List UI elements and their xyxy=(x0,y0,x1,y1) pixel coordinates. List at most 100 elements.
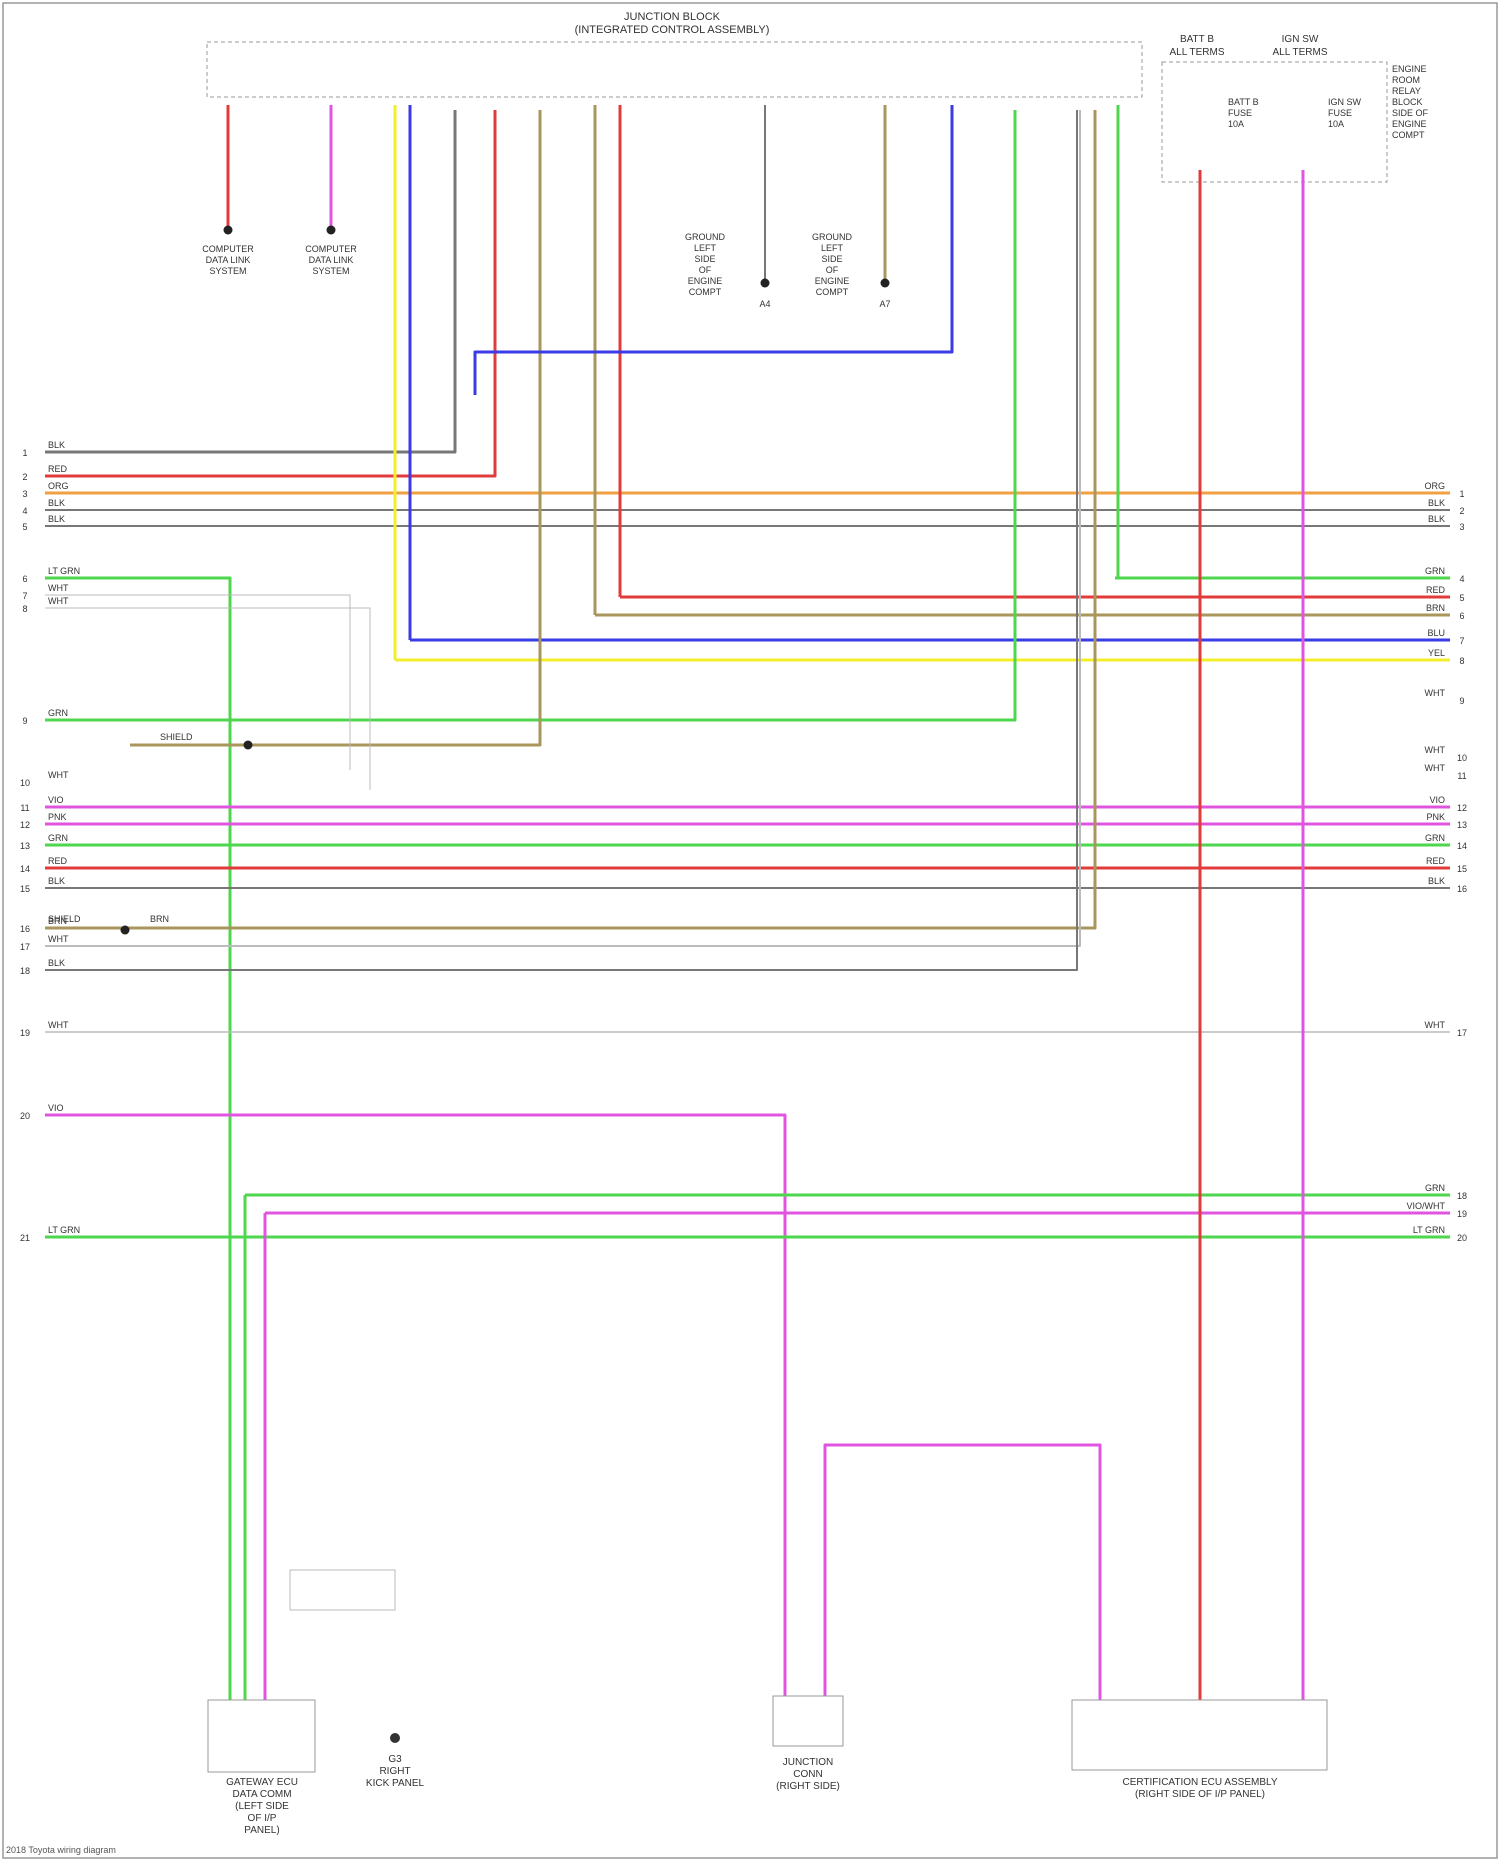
left-row-color: WHT xyxy=(48,770,69,780)
right-row-number: 6 xyxy=(1459,611,1464,621)
left-row-number: 16 xyxy=(20,924,30,934)
fuse1-title: BATT B xyxy=(1180,34,1214,45)
right-row-number: 19 xyxy=(1457,1209,1467,1219)
ground-id-a4: A4 xyxy=(759,299,770,309)
right-row-number: 1 xyxy=(1459,489,1464,499)
certification-ecu-label: CERTIFICATION ECU ASSEMBLY(RIGHT SIDE OF… xyxy=(1122,1777,1277,1800)
splice-dot-2 xyxy=(121,926,130,935)
right-row-color: ORG xyxy=(1424,481,1445,491)
splice-dot-1 xyxy=(244,741,253,750)
right-row-color: RED xyxy=(1426,585,1446,595)
left-row-color: WHT xyxy=(48,1020,69,1030)
left-row-number: 9 xyxy=(22,716,27,726)
left-row-color: RED xyxy=(48,464,68,474)
wire-vio-20 xyxy=(45,1115,785,1696)
connector-dot-2 xyxy=(327,226,336,235)
right-row-number: 4 xyxy=(1459,574,1464,584)
left-row-number: 4 xyxy=(22,506,27,516)
right-row-color: RED xyxy=(1426,856,1446,866)
left-row-color: VIO xyxy=(48,1103,64,1113)
right-row-number: 18 xyxy=(1457,1191,1467,1201)
right-row-number: 2 xyxy=(1459,506,1464,516)
ecu-connector-box xyxy=(207,42,1142,97)
left-row-number: 7 xyxy=(22,591,27,601)
right-row-color: WHT xyxy=(1425,688,1446,698)
gateway-ecu-box xyxy=(208,1700,315,1772)
right-row-number: 12 xyxy=(1457,803,1467,813)
fuse1-subtitle: ALL TERMS xyxy=(1169,47,1224,58)
right-row-color: WHT xyxy=(1425,745,1446,755)
left-row-color: GRN xyxy=(48,833,68,843)
right-row-color: BLK xyxy=(1428,498,1445,508)
left-row-color: WHT xyxy=(48,583,69,593)
ground-dot-a7 xyxy=(881,279,890,288)
wire-shield-8 xyxy=(45,608,370,790)
right-row-number: 13 xyxy=(1457,820,1467,830)
right-row-number: 15 xyxy=(1457,864,1467,874)
wire-grn-9 xyxy=(45,110,1015,720)
right-row-color: GRN xyxy=(1425,1183,1445,1193)
right-row-number: 8 xyxy=(1459,656,1464,666)
left-row-color: VIO xyxy=(48,795,64,805)
left-row-color: BLK xyxy=(48,958,65,968)
wire-wht-17 xyxy=(45,110,1080,946)
left-row-number: 15 xyxy=(20,884,30,894)
left-row-color: ORG xyxy=(48,481,69,491)
connector-dot-1 xyxy=(224,226,233,235)
left-row-number: 2 xyxy=(22,472,27,482)
right-row-color: VIO/WHT xyxy=(1407,1201,1446,1211)
right-row-color: YEL xyxy=(1428,648,1445,658)
left-row-color: RED xyxy=(48,856,68,866)
fuse2-title: IGN SW xyxy=(1282,34,1319,45)
right-row-number: 20 xyxy=(1457,1233,1467,1243)
footer-text: 2018 Toyota wiring diagram xyxy=(6,1845,116,1855)
left-row-color: LT GRN xyxy=(48,566,80,576)
ground-id-a7: A7 xyxy=(879,299,890,309)
wire-blk-18 xyxy=(45,110,1077,970)
right-row-number: 3 xyxy=(1459,522,1464,532)
wire-layer xyxy=(45,105,1450,1700)
left-row-number: 21 xyxy=(20,1233,30,1243)
diagram-border xyxy=(3,3,1497,1858)
left-row-color: PNK xyxy=(48,812,67,822)
wire-red-2 xyxy=(45,110,495,476)
splice-label-shield-1: SHIELD xyxy=(160,732,193,742)
right-row-color: BLK xyxy=(1428,876,1445,886)
left-row-color: GRN xyxy=(48,708,68,718)
left-row-number: 1 xyxy=(22,448,27,458)
fuse2-subtitle: ALL TERMS xyxy=(1272,47,1327,58)
left-row-color: LT GRN xyxy=(48,1225,80,1235)
left-row-color: WHT xyxy=(48,596,69,606)
right-row-color: WHT xyxy=(1425,1020,1446,1030)
right-row-color: BLK xyxy=(1428,514,1445,524)
wire-brn-splice xyxy=(130,110,540,745)
left-row-color: BLK xyxy=(48,498,65,508)
left-row-number: 11 xyxy=(20,803,29,813)
left-row-color: BLK xyxy=(48,440,65,450)
ecu-title-line2: (INTEGRATED CONTROL ASSEMBLY) xyxy=(575,24,770,36)
wire-pnk-junction xyxy=(825,1445,1100,1700)
splice-label-shield-2: SHIELD xyxy=(48,914,81,924)
right-row-color: PNK xyxy=(1426,812,1445,822)
right-row-number: 10 xyxy=(1457,753,1467,763)
left-row-color: WHT xyxy=(48,934,69,944)
fuse2-label: IGN SWFUSE10A xyxy=(1328,97,1362,129)
left-row-color: BLK xyxy=(48,876,65,886)
certification-ecu-box xyxy=(1072,1700,1327,1770)
left-row-number: 20 xyxy=(20,1111,30,1121)
left-row-number: 17 xyxy=(20,942,30,952)
right-row-color: WHT xyxy=(1425,763,1446,773)
right-row-number: 7 xyxy=(1459,636,1464,646)
right-row-color: VIO xyxy=(1429,795,1445,805)
left-row-number: 19 xyxy=(20,1028,30,1038)
left-row-number: 6 xyxy=(22,574,27,584)
left-row-number: 10 xyxy=(20,778,30,788)
left-row-number: 5 xyxy=(22,522,27,532)
